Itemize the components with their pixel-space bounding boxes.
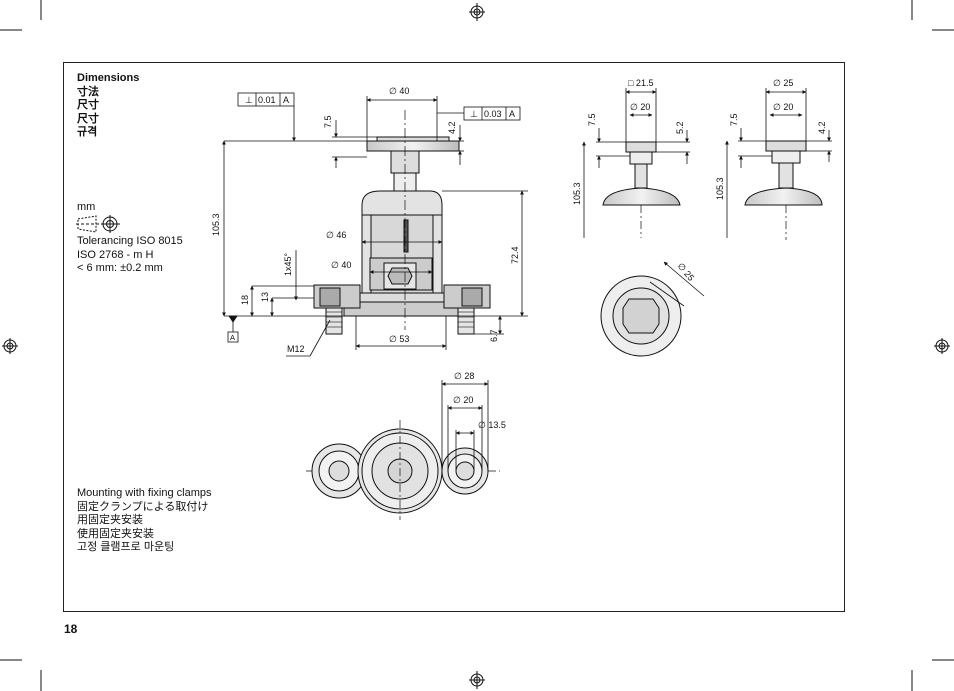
perp-symbol-1: ⊥ xyxy=(245,95,253,105)
label-h75-b: 7.5 xyxy=(587,113,597,126)
bottom-view-dimensions xyxy=(441,380,489,471)
side-view-round-dimensions xyxy=(725,88,832,238)
side-view-square xyxy=(602,141,681,238)
label-h42: 4.2 xyxy=(447,121,457,134)
bottom-view-clamps xyxy=(306,420,500,520)
label-h52: 5.2 xyxy=(675,121,685,134)
label-perp-001: 0.01 xyxy=(258,95,276,105)
side-view-round-labels: ∅ 25 ∅ 20 7.5 4.2 105.3 xyxy=(715,78,827,200)
dimensions-heading: Dimensions xyxy=(77,72,140,84)
top-view-round xyxy=(600,261,705,357)
label-h75: 7.5 xyxy=(323,115,333,128)
label-d53: ∅ 53 xyxy=(389,334,409,344)
label-d25-round: ∅ 25 xyxy=(675,261,696,283)
label-datum-a-1: A xyxy=(283,95,289,105)
perp-symbol-2: ⊥ xyxy=(470,109,478,119)
units-block: mm xyxy=(77,201,95,215)
label-d25: ∅ 25 xyxy=(773,78,793,88)
heading-zh-cn: 尺寸 xyxy=(77,99,99,111)
label-h13: 13 xyxy=(260,292,270,302)
heading-zh-tw: 尺寸 xyxy=(77,112,99,125)
label-datum-a-base: A xyxy=(230,333,235,342)
side-view-round xyxy=(744,140,823,240)
label-d46: ∅ 46 xyxy=(326,230,346,240)
registration-mark-right xyxy=(934,338,950,354)
projection-symbol-icon xyxy=(76,215,120,233)
side-view-square-dimensions xyxy=(582,88,690,238)
mounting-line-ja: 固定クランプによる取付け xyxy=(77,500,209,513)
mounting-line-zh-tw: 使用固定夹安装 xyxy=(77,527,154,540)
registration-mark-top xyxy=(469,3,485,21)
label-m12: M12 xyxy=(287,344,305,354)
label-d20-b: ∅ 20 xyxy=(773,102,793,112)
front-view xyxy=(224,110,528,335)
content-frame xyxy=(63,62,845,612)
label-d20-c: ∅ 20 xyxy=(453,395,473,405)
label-d20-a: ∅ 20 xyxy=(630,102,650,112)
label-d40-top: ∅ 40 xyxy=(389,86,409,96)
heading-ko: 규격 xyxy=(77,126,98,138)
label-datum-a-2: A xyxy=(509,109,515,119)
tolerancing-line-1: Tolerancing ISO 8015 xyxy=(77,235,183,247)
label-h1053-c: 105.3 xyxy=(715,177,725,200)
units-label: mm xyxy=(77,201,96,213)
label-perp-003: 0.03 xyxy=(484,109,502,119)
tolerancing-line-2: ISO 2768 - m H xyxy=(77,248,154,261)
label-h1053-b: 105.3 xyxy=(572,182,582,205)
label-h75-c: 7.5 xyxy=(729,113,739,126)
front-view-labels: ∅ 40 ⊥ 0.01 A ⊥ 0.03 A 7.5 4.2 105.3 ∅ 4… xyxy=(211,86,520,354)
bottom-view-labels: ∅ 28 ∅ 20 ∅ 13.5 xyxy=(453,371,506,430)
dimensions-heading-block: Dimensions 寸法 尺寸 尺寸 규격 xyxy=(77,72,139,140)
label-d28: ∅ 28 xyxy=(454,371,474,381)
label-h1053: 105.3 xyxy=(211,213,221,236)
label-h18: 18 xyxy=(240,295,250,305)
label-d135: ∅ 13.5 xyxy=(478,420,506,430)
mounting-block: Mounting with fixing clamps 固定クランプによる取付け… xyxy=(77,487,212,555)
mounting-line-ko: 고정 클램프로 마운팅 xyxy=(77,541,175,553)
tolerancing-block: Tolerancing ISO 8015 ISO 2768 - m H < 6 … xyxy=(77,235,183,276)
front-view-dimensions xyxy=(222,92,528,357)
mounting-line-en: Mounting with fixing clamps xyxy=(77,487,212,499)
label-sq215: □ 21.5 xyxy=(628,78,653,88)
label-d40-mid: ∅ 40 xyxy=(331,260,351,270)
mounting-line-zh-cn: 用固定夹安装 xyxy=(77,514,143,526)
registration-mark-bottom xyxy=(469,671,485,689)
label-h42-c: 4.2 xyxy=(817,121,827,134)
heading-ja: 寸法 xyxy=(77,85,99,98)
side-view-square-labels: □ 21.5 ∅ 20 7.5 5.2 105.3 xyxy=(572,78,685,205)
page-number: 18 xyxy=(64,622,78,636)
label-chamfer: 1x45° xyxy=(283,252,293,276)
registration-mark-left xyxy=(2,338,18,354)
label-h67: 6.7 xyxy=(489,329,499,342)
tolerancing-line-3: < 6 mm: ±0.2 mm xyxy=(77,262,163,274)
label-h724: 72.4 xyxy=(510,246,520,264)
